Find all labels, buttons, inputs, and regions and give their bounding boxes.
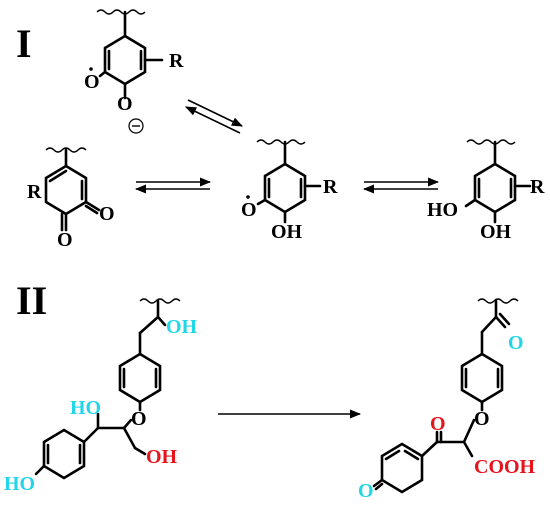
r-label: R [169,50,184,72]
semiquinone-radical-anion: R O O [84,9,184,134]
hydroxyl-label: OH [271,221,303,243]
equilibrium-arrow-left [134,177,212,194]
section-label-ii: II [16,278,47,323]
equilibrium-arrow-right [362,177,440,194]
lignin-dimer-reactant: OH O HO OH HO [4,298,198,495]
oxygen-label: O [99,203,115,225]
oxygen-radical-label: O [241,199,257,221]
semiquinone-radical: R O OH [241,139,338,243]
ketone-oxygen-label: O [430,413,446,435]
radical-dot [246,195,250,199]
section-label-i: I [16,21,32,66]
r-label: R [323,176,338,198]
ether-oxygen-label: O [474,408,490,430]
negative-charge-icon [128,118,144,134]
alpha-hydroxyl-label: OH [166,316,198,338]
hydroxyl-label: OH [480,221,512,243]
oxygen-radical-label: O [84,71,100,93]
oxygen-anion-label: O [117,93,133,115]
r-label: R [530,176,545,198]
oxygen-label: O [57,229,73,251]
gamma-hydroxyl-label: OH [146,446,178,468]
oxidized-product: O O O COOH O [358,298,536,502]
hydroxyl-label: HO [427,199,458,221]
ortho-quinone: R O O [27,147,115,251]
ether-oxygen-label: O [131,408,147,430]
alpha-hydroxyl-label: HO [70,397,101,419]
carboxylic-acid-label: COOH [474,456,536,478]
catechol: R HO OH [427,139,545,243]
radical-dot [89,67,93,71]
r-label: R [27,181,42,203]
phenol-hydroxyl-label: HO [4,473,35,495]
ketone-oxygen-label: O [508,332,524,354]
equilibrium-arrow-diagonal [184,99,244,134]
quinone-oxygen-label: O [358,480,374,502]
